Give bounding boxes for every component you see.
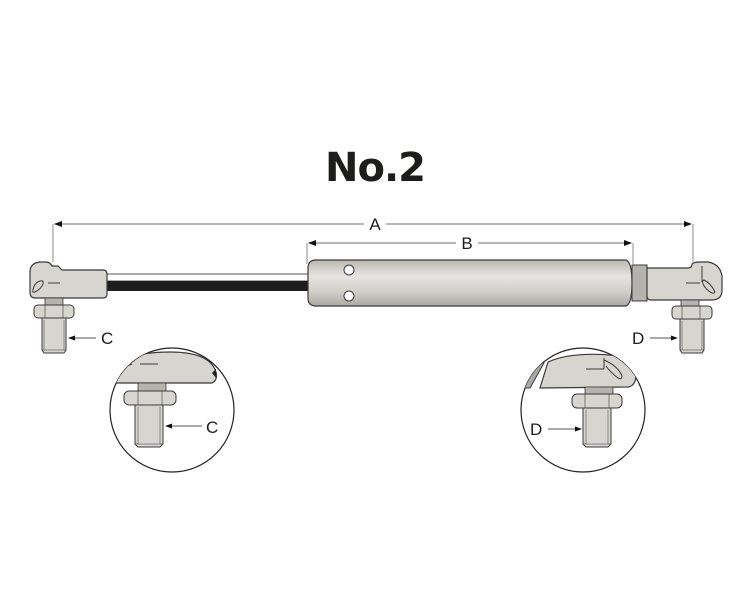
dimension-c-label: C xyxy=(101,329,113,348)
detail-right-label: D xyxy=(530,420,542,439)
dimension-d-label: D xyxy=(632,329,644,348)
right-end-fitting xyxy=(646,261,723,354)
diagram-title: No.2 xyxy=(325,145,426,191)
detail-view-right: D xyxy=(520,347,646,473)
cylinder-body xyxy=(307,259,648,307)
dimension-b: B xyxy=(306,234,634,264)
dimension-a: A xyxy=(52,215,694,262)
detail-left-label: C xyxy=(206,418,218,437)
dimension-a-label: A xyxy=(369,215,381,234)
dimension-c: C xyxy=(68,329,113,348)
dimension-b-label: B xyxy=(461,234,472,253)
left-end-fitting xyxy=(29,261,108,354)
piston-rod xyxy=(104,273,312,291)
detail-view-left: C xyxy=(109,347,235,473)
dimension-d: D xyxy=(632,329,678,348)
